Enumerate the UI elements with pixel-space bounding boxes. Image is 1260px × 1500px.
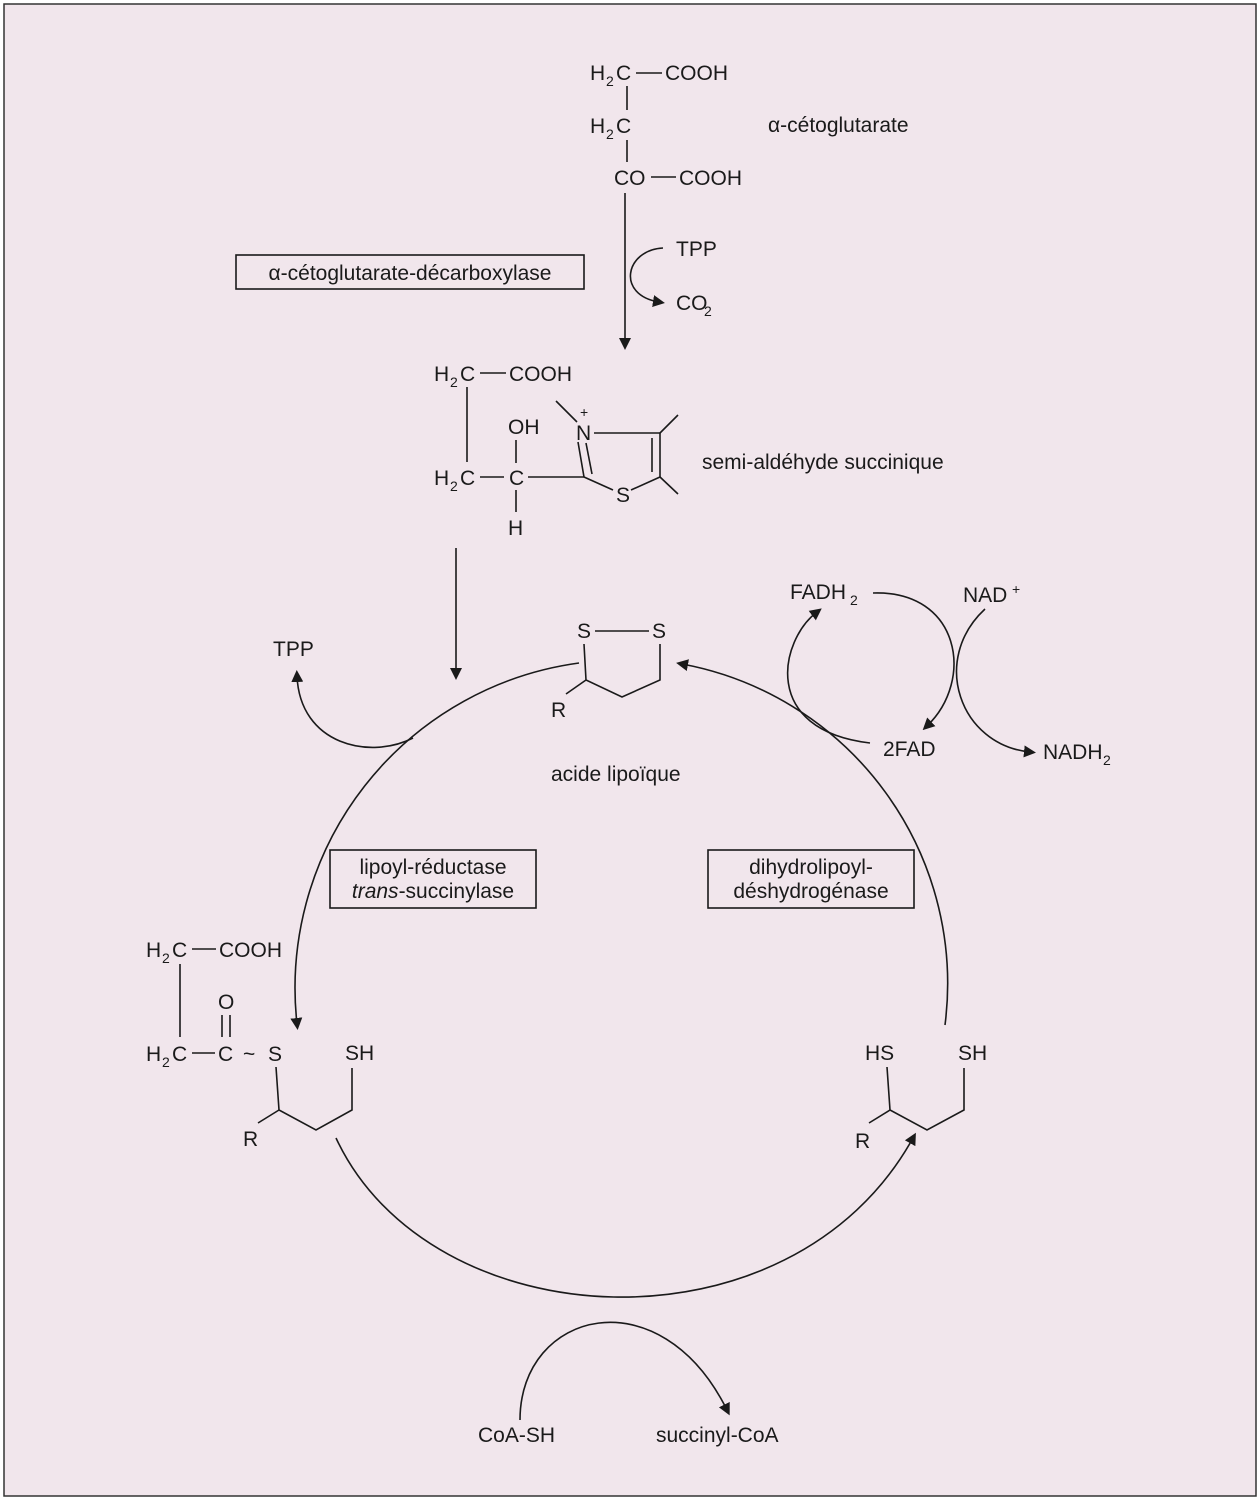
acyl-h2-sub: 2	[162, 1054, 170, 1070]
nad-label: NAD	[963, 584, 1007, 607]
sa-c1: C	[460, 363, 475, 386]
lipoic-r: R	[551, 699, 566, 722]
c4-methyl-bond	[659, 414, 679, 434]
ring-bond-c2-s	[583, 476, 614, 491]
sa-h2-sub: 2	[450, 478, 458, 494]
sa-h-bottom: H	[508, 517, 523, 540]
sa-h2: H	[434, 467, 449, 490]
fadh2-label: FADH	[790, 581, 846, 604]
succinylcoa-label: succinyl-CoA	[656, 1424, 779, 1447]
acyl-c1: C	[172, 939, 187, 962]
acyl-lipoamide-chain	[275, 1066, 353, 1131]
akg-h2: H	[590, 115, 605, 138]
sa-oh: OH	[508, 416, 540, 439]
tpp-out-label: TPP	[273, 638, 314, 661]
dihydro-hs: HS	[865, 1042, 894, 1065]
ring-s: S	[616, 484, 630, 507]
co2-label: CO	[676, 292, 708, 315]
acyl-sh: SH	[345, 1042, 374, 1065]
acyl-r: R	[243, 1128, 258, 1151]
acyl-tilde: ~	[243, 1043, 255, 1066]
tpp-in-label: TPP	[676, 238, 717, 261]
ring-double-bond-c2-n	[585, 442, 593, 475]
dehydrogenase-label-line2: déshydrogénase	[733, 880, 888, 903]
dihydro-r-bond	[868, 1109, 891, 1124]
acyl-c2: C	[172, 1043, 187, 1066]
acyl-cooh: COOH	[219, 939, 282, 962]
sa-h1: H	[434, 363, 449, 386]
ring-n-plus: +	[580, 404, 588, 420]
alpha-ketoglutarate-structure: H 2 C COOH H 2 C CO COOH α-cétoglutarate	[590, 62, 909, 190]
akg-cooh2: COOH	[679, 167, 742, 190]
lipoic-r-bond	[565, 679, 587, 695]
nad-plus: +	[1012, 581, 1020, 597]
akg-c1: C	[616, 62, 631, 85]
c5-substituent-bond	[659, 476, 679, 495]
co2-sub: 2	[704, 303, 712, 319]
nad-reduction-arrow	[955, 608, 1036, 758]
coa-transfer-arrow	[519, 1321, 730, 1421]
reductase-label-line2: trans-succinylase	[352, 880, 514, 903]
figure-panel	[3, 3, 1257, 1497]
reductase-label-line1: lipoyl-réductase	[359, 856, 506, 879]
lipoic-acid-structure: S S R acide lipoïque	[551, 620, 681, 786]
akg-h1-sub: 2	[606, 73, 614, 89]
sa-name-label: semi-aldéhyde succinique	[702, 451, 944, 474]
akg-name-label: α-cétoglutarate	[768, 114, 909, 137]
cycle-arc-reoxidation	[676, 659, 949, 1026]
fadh2-sub: 2	[850, 592, 858, 608]
reductase-trans-ital: trans	[352, 880, 399, 903]
dihydro-chain	[886, 1066, 965, 1131]
lipoic-s1: S	[577, 620, 591, 643]
dihydro-sh: SH	[958, 1042, 987, 1065]
n-methyl-bond	[555, 400, 578, 423]
dihydro-r: R	[855, 1130, 870, 1153]
dihydrolipoamide-structure: HS SH R	[855, 1042, 987, 1153]
dehydrogenase-box	[707, 849, 915, 909]
acyl-h2: H	[146, 1043, 161, 1066]
sa-h1-sub: 2	[450, 374, 458, 390]
acyl-h1: H	[146, 939, 161, 962]
fad-regeneration-arrow	[872, 592, 955, 731]
semialdehyde-structure: H 2 C COOH H 2 C C OH H N + S semi-aldéh…	[434, 363, 944, 540]
fadh2-curved-arrow	[786, 608, 871, 744]
tpp-co2-curved-arrow	[629, 247, 665, 307]
decarboxylase-box	[235, 254, 585, 290]
acyl-h1-sub: 2	[162, 950, 170, 966]
decarboxylase-label: α-cétoglutarate-décarboxylase	[269, 262, 552, 285]
nadh2-label: NADH	[1043, 741, 1103, 764]
nadh2-sub: 2	[1103, 752, 1111, 768]
ring-n: N	[576, 422, 591, 445]
tpp-release-arrow	[291, 670, 414, 749]
akg-h2-sub: 2	[606, 126, 614, 142]
akg-c2: C	[616, 115, 631, 138]
cycle-arc-transfer	[335, 1132, 916, 1298]
coash-label: CoA-SH	[478, 1424, 555, 1447]
lipoic-ring-chain	[583, 643, 661, 698]
dehydrogenase-label-line1: dihydrolipoyl-	[749, 856, 873, 879]
cycle-arc-acylation	[290, 662, 580, 1030]
lipoic-s2: S	[652, 620, 666, 643]
akg-cooh1: COOH	[665, 62, 728, 85]
akg-co: CO	[614, 167, 646, 190]
acyl-lipoamide-structure: H 2 C COOH H 2 C C O ~ S SH R	[146, 939, 374, 1151]
reductase-succinylase-text: -succinylase	[399, 880, 515, 903]
akg-h1: H	[590, 62, 605, 85]
sa-c2: C	[460, 467, 475, 490]
sa-c-center: C	[509, 467, 524, 490]
ring-bond-c5-s	[630, 476, 661, 491]
reductase-box	[329, 849, 537, 909]
acyl-r-bond	[257, 1109, 280, 1124]
acyl-c-thioester: C	[218, 1043, 233, 1066]
acyl-o: O	[218, 991, 234, 1014]
acyl-s: S	[268, 1043, 282, 1066]
fad-label: 2FAD	[883, 738, 936, 761]
sa-cooh: COOH	[509, 363, 572, 386]
ring-bond-c2-n	[577, 441, 585, 478]
lipoic-name-label: acide lipoïque	[551, 763, 681, 786]
